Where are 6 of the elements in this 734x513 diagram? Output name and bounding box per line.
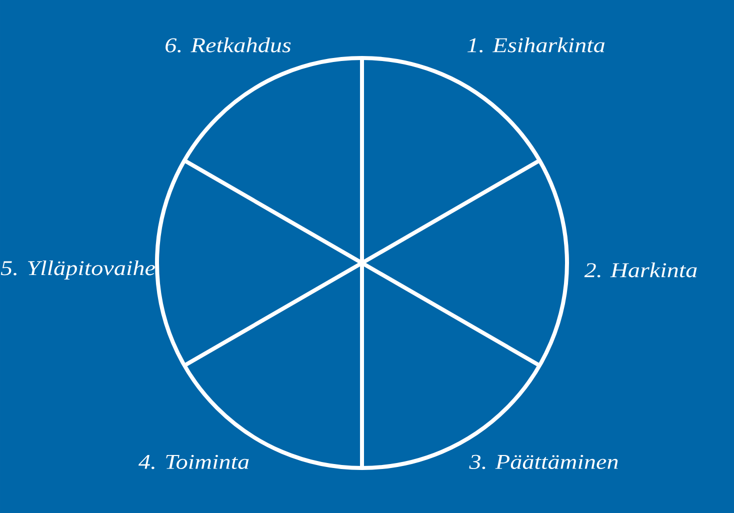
stage-label: 4. Toiminta — [138, 454, 249, 470]
stage-label: 5. Ylläpitovaihe — [0, 260, 155, 280]
stage-label: 3. Päättäminen — [469, 454, 618, 470]
stage-label: 6. Retkahdus — [166, 38, 291, 52]
stage-label: 2. Harkinta — [584, 262, 697, 278]
stage-label: 1. Esiharkinta — [467, 38, 605, 52]
